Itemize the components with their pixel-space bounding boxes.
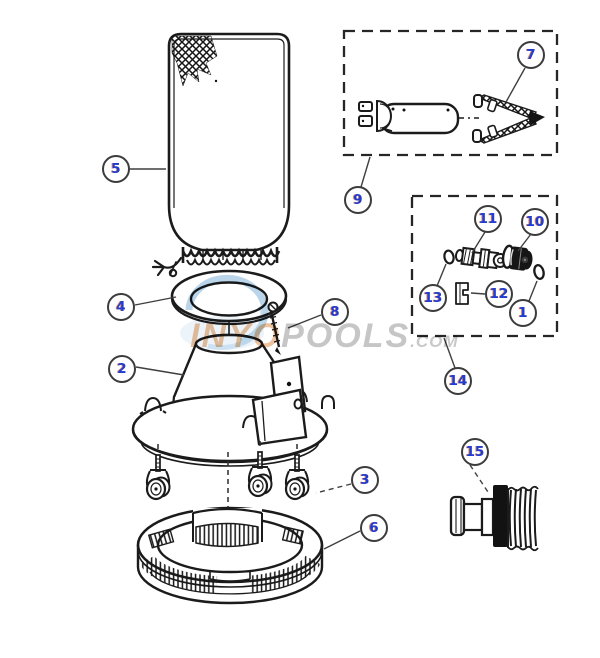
callout-5: 5 xyxy=(102,155,130,183)
bag-mesh-patch xyxy=(171,35,218,87)
dashed-box-valve-kit xyxy=(410,194,559,338)
handle-kit-box xyxy=(342,29,559,157)
callout-2: 2 xyxy=(108,355,136,383)
pump-mount-block xyxy=(251,355,308,446)
connector-threads xyxy=(507,485,539,552)
part-13-o-ring xyxy=(443,249,455,265)
part-8-screw xyxy=(267,301,281,355)
valve-kit-box xyxy=(410,194,559,338)
callout-3: 3 xyxy=(351,466,379,494)
part-10-valve-cartridge xyxy=(501,244,533,271)
brush-band-bottom xyxy=(139,555,321,594)
callout-12: 12 xyxy=(485,280,513,308)
callout-11: 11 xyxy=(474,205,502,233)
part-2-base-cone-assembly xyxy=(131,333,335,467)
callout-8: 8 xyxy=(321,298,349,326)
alignment-dashed-lines xyxy=(157,441,298,526)
callout-4: 4 xyxy=(107,293,135,321)
part-1-o-ring xyxy=(533,263,545,281)
part-6-brush-ring xyxy=(136,506,324,605)
callout-leader-lines xyxy=(130,67,538,550)
connector-flange xyxy=(493,485,508,547)
part-15-hose-connector xyxy=(449,485,539,552)
spring-clip xyxy=(472,94,545,144)
bag-gather-band xyxy=(181,247,281,258)
callout-14: 14 xyxy=(444,367,472,395)
bag-tie-cord xyxy=(151,256,183,278)
callout-7: 7 xyxy=(517,41,545,69)
part-5-filter-bag xyxy=(151,32,291,278)
callout-1: 1 xyxy=(509,299,537,327)
callout-13: 13 xyxy=(419,284,447,312)
callout-9: 9 xyxy=(344,186,372,214)
part-3-casters xyxy=(145,441,310,526)
callout-10: 10 xyxy=(521,208,549,236)
brush-band-top xyxy=(195,522,259,548)
dashed-box-handle-kit xyxy=(342,29,559,157)
callout-6: 6 xyxy=(360,514,388,542)
part-11-spindle xyxy=(454,246,508,270)
part-7-handle-and-spring-clip xyxy=(358,94,545,144)
callout-15: 15 xyxy=(461,438,489,466)
part-12-clip xyxy=(455,282,469,305)
